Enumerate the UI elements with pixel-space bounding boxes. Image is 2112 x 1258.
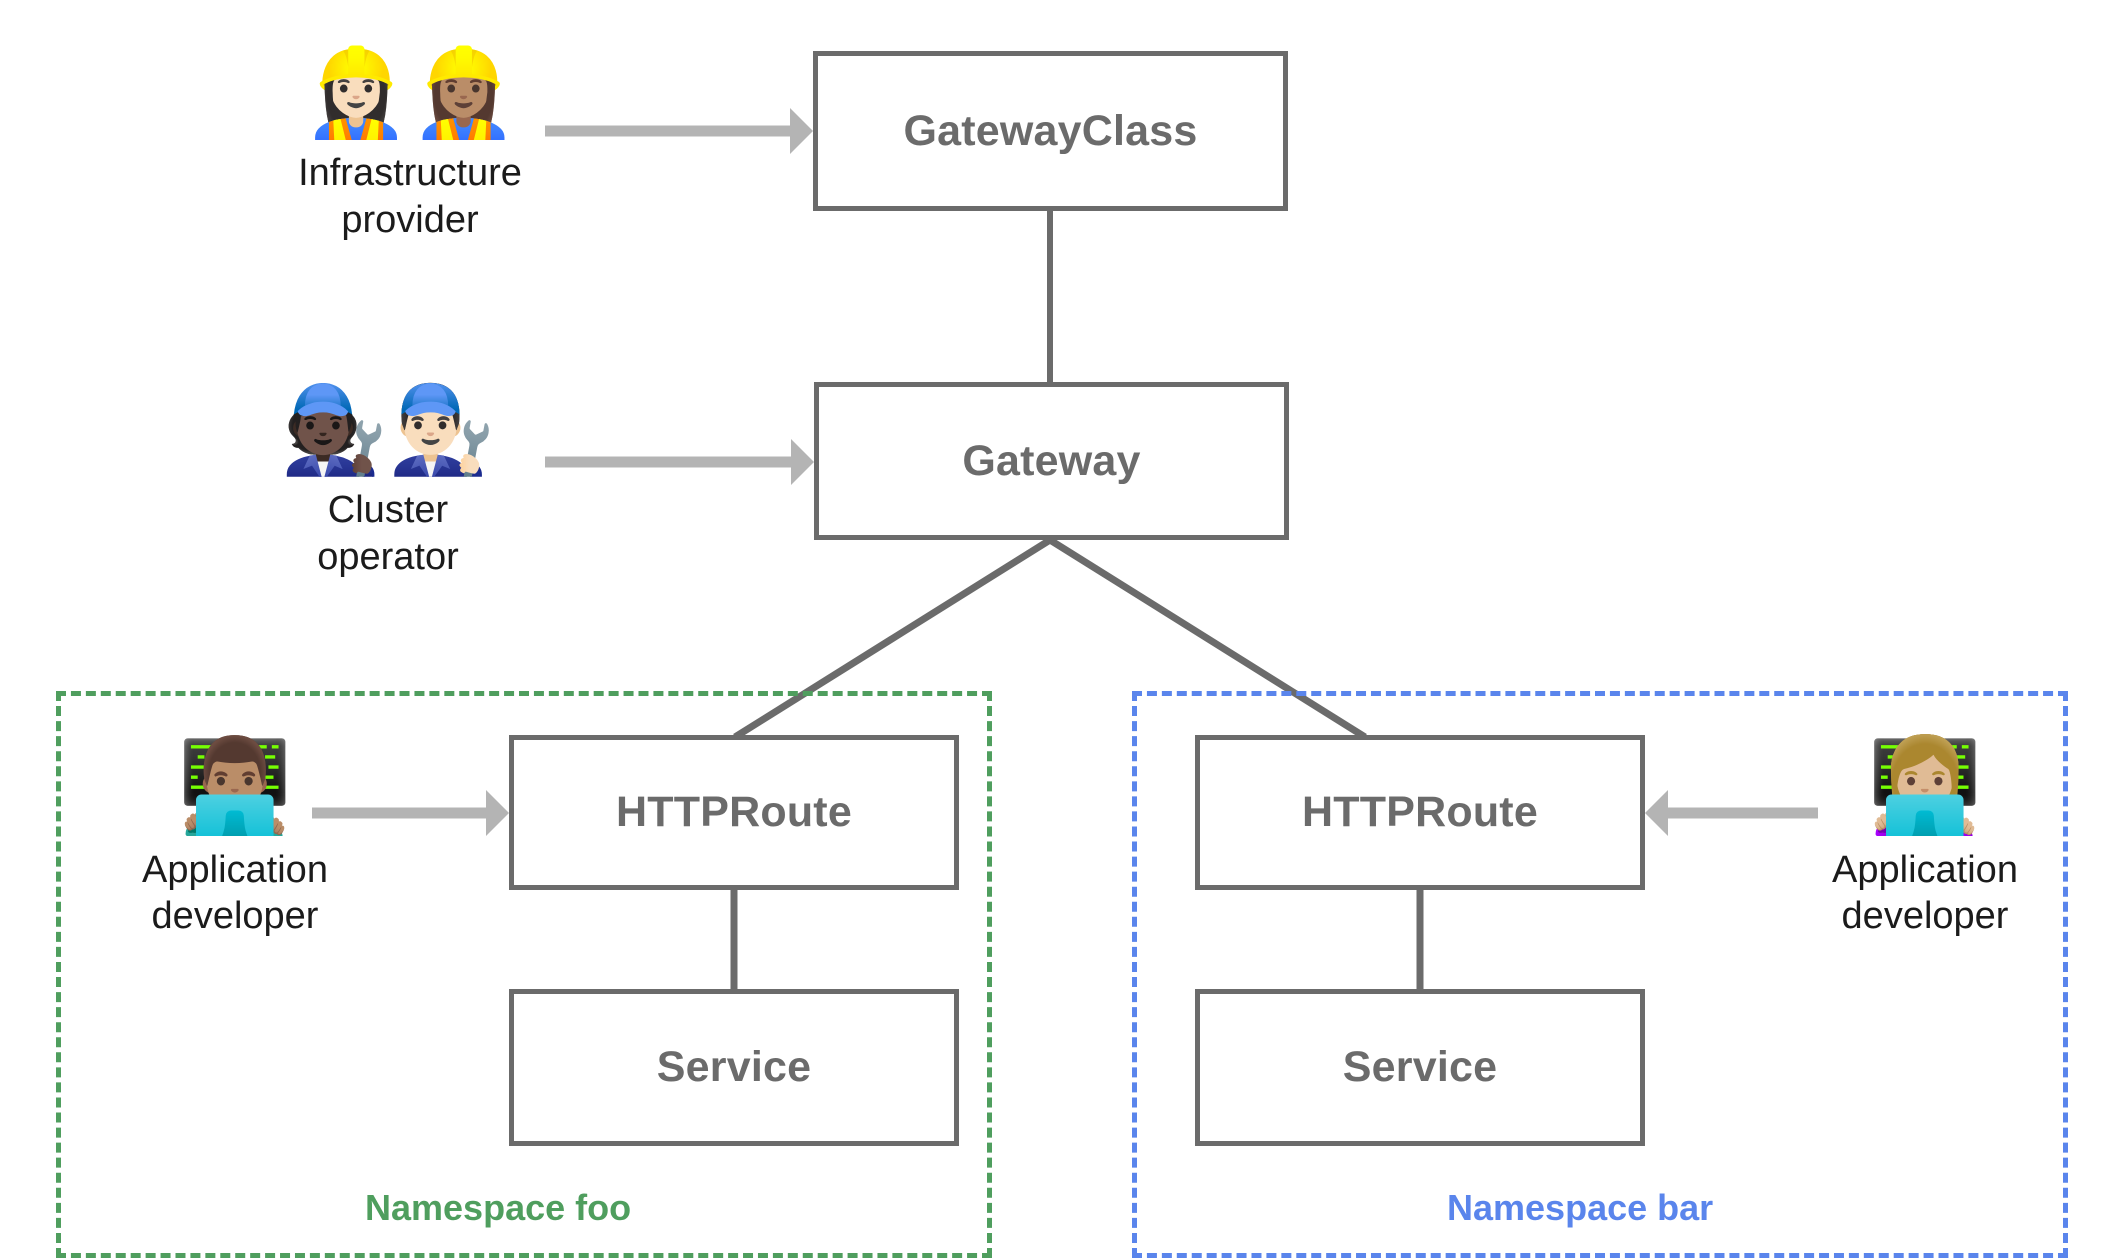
man-mechanic-icon: 👨🏻‍🔧 bbox=[388, 382, 496, 478]
woman-technologist-icon: 👩🏼‍💻 bbox=[1867, 735, 1983, 837]
namespace-foo-label: Namespace foo bbox=[365, 1187, 632, 1228]
application-developer-bar-icons: 👩🏼‍💻 bbox=[1868, 738, 1983, 835]
persona-infrastructure-provider: 👷🏻‍♀️ 👷🏽‍♀️ Infrastructure provider bbox=[285, 48, 535, 243]
man-technologist-icon: 👨🏽‍💻 bbox=[177, 735, 293, 837]
gateway-box[interactable]: Gateway bbox=[814, 382, 1289, 540]
persona-application-developer-foo: 👨🏽‍💻 Application developer bbox=[110, 738, 360, 939]
cluster-operator-icons: 🧑🏿‍🔧 👨🏻‍🔧 bbox=[280, 382, 496, 478]
cluster-operator-label: Cluster operator bbox=[317, 489, 459, 578]
woman-construction-worker-icon: 👷🏽‍♀️ bbox=[410, 45, 518, 141]
service-bar-label: Service bbox=[1342, 1043, 1498, 1091]
httproute-foo-label: HTTPRoute bbox=[616, 788, 852, 836]
service-bar-box[interactable]: Service bbox=[1195, 989, 1645, 1146]
persona-application-developer-bar: 👩🏼‍💻 Application developer bbox=[1800, 738, 2050, 939]
arrow-infra-to-gatewayclass bbox=[545, 108, 813, 154]
gatewayclass-label: GatewayClass bbox=[903, 106, 1198, 155]
infrastructure-provider-icons: 👷🏻‍♀️ 👷🏽‍♀️ bbox=[302, 45, 518, 141]
namespace-foo-container bbox=[56, 691, 992, 1258]
gateway-label: Gateway bbox=[962, 436, 1141, 485]
mechanic-icon: 🧑🏿‍🔧 bbox=[280, 382, 388, 478]
woman-construction-worker-icon: 👷🏻‍♀️ bbox=[302, 45, 410, 141]
application-developer-bar-label: Application developer bbox=[1832, 848, 2018, 937]
gatewayclass-box[interactable]: GatewayClass bbox=[813, 51, 1288, 211]
service-foo-box[interactable]: Service bbox=[509, 989, 959, 1146]
persona-cluster-operator: 🧑🏿‍🔧 👨🏻‍🔧 Cluster operator bbox=[263, 385, 513, 580]
httproute-foo-box[interactable]: HTTPRoute bbox=[509, 735, 959, 890]
httproute-bar-box[interactable]: HTTPRoute bbox=[1195, 735, 1645, 890]
namespace-bar-label: Namespace bar bbox=[1447, 1187, 1714, 1228]
application-developer-foo-icons: 👨🏽‍💻 bbox=[178, 738, 293, 835]
application-developer-foo-label: Application developer bbox=[142, 848, 328, 937]
service-foo-label: Service bbox=[656, 1043, 812, 1091]
httproute-bar-label: HTTPRoute bbox=[1302, 788, 1538, 836]
infrastructure-provider-label: Infrastructure provider bbox=[298, 152, 522, 241]
namespace-bar-container bbox=[1132, 691, 2068, 1258]
arrow-operator-to-gateway bbox=[545, 439, 814, 485]
